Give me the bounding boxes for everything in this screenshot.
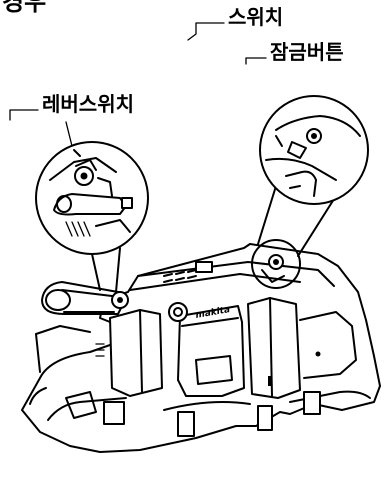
switch-leader-line (187, 22, 225, 41)
switch-detail-inset (259, 95, 369, 205)
lock-button-label: 잠금버튼 (270, 40, 344, 64)
page-heading: 경우 (2, 0, 47, 16)
switch-detail-focus-circle (251, 239, 301, 289)
lever-switch-detail-inset (35, 141, 149, 255)
lever-inset-connector (91, 253, 101, 291)
lever-switch-label: 레버스위치 (42, 92, 134, 116)
lever-switch-leader-line (9, 109, 39, 121)
saw-body (21, 243, 381, 453)
switch-label: 스위치 (228, 5, 284, 29)
lock-button-leader-line (245, 57, 267, 65)
